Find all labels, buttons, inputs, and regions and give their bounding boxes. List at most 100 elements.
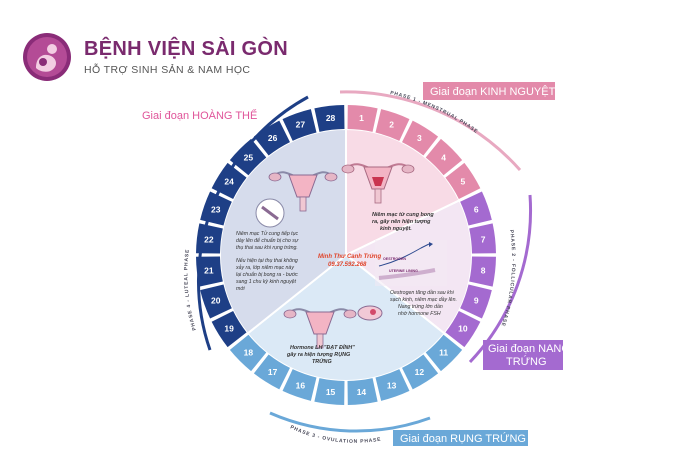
day-segment-20: [200, 284, 232, 319]
svg-text:gây ra hiện tượng RỤNG: gây ra hiện tượng RỤNG: [286, 352, 351, 358]
ovulation-phase-label: PHASE 3 - OVULATION PHASE: [289, 424, 382, 444]
stage-banner-follicular: [483, 340, 563, 370]
day-segment-14: [347, 378, 378, 405]
uterus-icon-menstrual: [341, 163, 415, 204]
day-label-13: 13: [387, 380, 397, 390]
svg-text:dày lên để chuẩn bị cho sự: dày lên để chuẩn bị cho sự: [236, 237, 299, 244]
day-label-5: 5: [460, 177, 465, 187]
svg-text:ra, gây nên hiện tượng: ra, gây nên hiện tượng: [372, 219, 431, 225]
hospital-header: BỆNH VIỆN SÀI GÒN HỖ TRỢ SINH SẢN & NAM …: [22, 32, 322, 84]
luteal-phase-label: PHASE 4 - LUTEAL PHASE: [183, 249, 198, 332]
svg-text:Niêm mạc tử cung bong: Niêm mạc tử cung bong: [372, 212, 434, 218]
day-segment-5: [445, 162, 481, 199]
day-label-14: 14: [357, 387, 367, 397]
stage-menstrual-title: Giai đoạn KINH NGUYỆT: [430, 85, 556, 98]
uterine-lining-label: UTERINE LINING: [389, 269, 418, 273]
luteal-note: Niêm mạc Tử cung tiếp tục dày lên để chu…: [235, 230, 299, 292]
ovulation-phase-arc: [269, 411, 431, 433]
day-segment-19: [211, 311, 247, 348]
hospital-logo-icon: [23, 33, 71, 81]
day-segment-8: [469, 256, 496, 287]
day-segment-21: [196, 256, 223, 287]
day-label-11: 11: [439, 348, 448, 358]
svg-text:Niêm mạc Tử cung tiếp tục: Niêm mạc Tử cung tiếp tục: [236, 230, 299, 237]
stage-follicular-title-1: Giai đoạn NANG: [488, 343, 570, 355]
day-segment-13: [375, 369, 410, 401]
day-label-25: 25: [244, 152, 254, 162]
svg-text:kinh nguyệt.: kinh nguyệt.: [380, 226, 412, 232]
watermark: Minh Thư Canh Trứng 09.37.592.268: [318, 254, 381, 268]
day-label-21: 21: [204, 265, 214, 275]
day-segment-24: [211, 162, 247, 199]
ovulation-note: Hormone LH "ĐẠT ĐỈNH" gây ra hiện tượng …: [286, 344, 355, 365]
day-label-6: 6: [474, 204, 479, 214]
day-segment-23: [200, 191, 232, 226]
day-segment-11: [425, 334, 463, 372]
day-segment-18: [229, 334, 267, 372]
uterus-icon-ovulation: [283, 308, 357, 349]
day-segment-9: [460, 284, 492, 319]
day-segment-10: [445, 311, 481, 348]
svg-text:thụ thai sau khi rụng trứng.: thụ thai sau khi rụng trứng.: [236, 245, 298, 251]
hormone-graph: OESTROGEN UTERINE LINING: [375, 240, 447, 286]
svg-text:Oestrogen tăng dần sau khi: Oestrogen tăng dần sau khi: [390, 290, 455, 296]
day-label-8: 8: [481, 265, 486, 275]
stage-follicular-title-2: TRỨNG: [506, 355, 547, 368]
day-ring: 1234567891011121314151617181920212223242…: [196, 105, 496, 405]
day-segment-1: [347, 105, 378, 132]
svg-text:Nang trứng lớn dần: Nang trứng lớn dần: [398, 304, 443, 310]
day-label-7: 7: [481, 235, 486, 245]
day-segment-28: [314, 105, 345, 132]
day-label-24: 24: [224, 177, 234, 187]
day-segment-15: [314, 378, 345, 405]
stage-banner-luteal: [136, 107, 260, 123]
day-label-15: 15: [326, 387, 336, 397]
svg-text:sang 1 chu kỳ kinh nguyệt: sang 1 chu kỳ kinh nguyệt: [236, 279, 297, 285]
stage-banner-menstrual: [423, 82, 555, 100]
day-label-19: 19: [224, 323, 234, 333]
svg-text:Hormone LH "ĐẠT ĐỈNH": Hormone LH "ĐẠT ĐỈNH": [290, 344, 355, 351]
day-segment-12: [402, 354, 439, 390]
day-segment-7: [469, 223, 496, 254]
ovary-zoom-icon: [255, 198, 285, 228]
day-label-27: 27: [296, 120, 306, 130]
day-label-9: 9: [474, 296, 479, 306]
stage-banner-ovulation: [393, 430, 528, 446]
day-segment-25: [229, 138, 267, 176]
day-segment-16: [282, 369, 317, 401]
svg-text:Nếu hiện tại thụ thai không: Nếu hiện tại thụ thai không: [236, 257, 298, 264]
day-label-16: 16: [296, 380, 306, 390]
svg-text:Minh Thư Canh Trứng: Minh Thư Canh Trứng: [318, 254, 381, 260]
day-label-10: 10: [458, 323, 468, 333]
day-segment-17: [253, 354, 290, 390]
svg-text:lại chuẩn bị bong ra - bước: lại chuẩn bị bong ra - bước: [236, 271, 298, 278]
menstrual-phase-arc: [339, 90, 522, 171]
day-segment-27: [282, 109, 317, 141]
svg-text:09.37.592.268: 09.37.592.268: [328, 262, 367, 268]
svg-text:xảy ra, lớp niêm mạc này: xảy ra, lớp niêm mạc này: [235, 264, 294, 271]
day-label-26: 26: [268, 133, 278, 143]
day-segment-22: [196, 223, 223, 254]
day-label-4: 4: [441, 152, 446, 162]
sector-ovulation: [246, 253, 446, 382]
svg-text:TRỨNG: TRỨNG: [312, 358, 332, 365]
follicular-phase-label: PHASE 2 - FOLLICULAR PHASE: [499, 229, 516, 327]
day-label-1: 1: [359, 113, 364, 123]
svg-text:nhờ hormone FSH: nhờ hormone FSH: [398, 311, 441, 317]
day-label-23: 23: [211, 204, 221, 214]
day-label-2: 2: [389, 120, 394, 130]
day-label-12: 12: [415, 367, 425, 377]
hospital-name: BỆNH VIỆN SÀI GÒN: [84, 38, 289, 60]
day-label-20: 20: [211, 296, 221, 306]
ovary-icon-ovulation: [357, 305, 383, 321]
stage-luteal-title: Giai đoạn HOÀNG THỂ: [142, 109, 257, 122]
day-segment-26: [253, 120, 290, 156]
stage-ovulation-title: Giai đoạn RỤNG TRỨNG: [400, 432, 526, 445]
day-segment-3: [402, 120, 439, 156]
day-segment-4: [425, 138, 463, 176]
follicular-note: Oestrogen tăng dần sau khi sạch kinh, ni…: [390, 290, 457, 317]
svg-text:sạch kinh, niêm mạc dầy lên.: sạch kinh, niêm mạc dầy lên.: [390, 297, 457, 303]
svg-text:mới: mới: [236, 286, 245, 292]
day-segment-6: [460, 191, 492, 226]
